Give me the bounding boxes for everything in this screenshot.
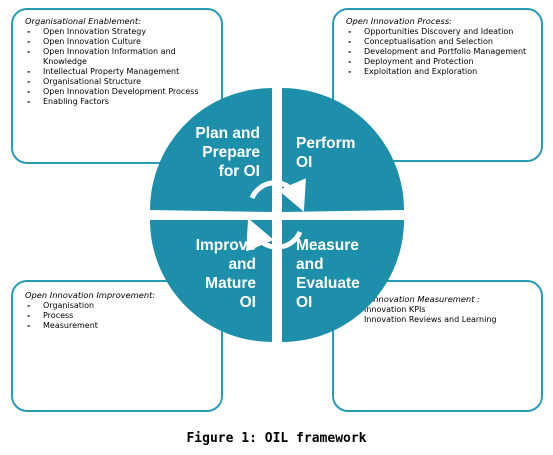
- list-item: Intellectual Property Management: [25, 67, 211, 77]
- list-item: Open Innovation Development Process: [25, 87, 211, 97]
- quadrant-perform: [282, 88, 404, 212]
- organisational-enablement-box: Organisational Enablement: Open Innovati…: [11, 8, 223, 164]
- label-line: Measure: [296, 237, 359, 254]
- measure-evaluate-label: Measure and Evaluate OI: [296, 236, 386, 312]
- box-list: Open Innovation Strategy Open Innovation…: [25, 27, 211, 107]
- quadrant-improve-mature: [150, 220, 272, 342]
- list-item: Conceptualisation and Selection: [346, 37, 531, 47]
- perform-label: Perform OI: [296, 134, 386, 172]
- list-item: Development and Portfolio Management: [346, 47, 531, 57]
- figure-caption: Figure 1: OIL framework: [186, 431, 367, 446]
- label-line: Prepare: [202, 144, 260, 161]
- box-title: Open Innovation Improvement:: [25, 290, 156, 300]
- label-line: and: [296, 256, 324, 273]
- label-line: and: [228, 256, 256, 273]
- improve-mature-label: Improve and Mature OI: [170, 236, 256, 312]
- plan-prepare-label: Plan and Prepare for OI: [170, 124, 260, 181]
- list-item: Process: [25, 311, 211, 321]
- quadrant-circle: [150, 88, 404, 342]
- label-line: Improve: [195, 237, 256, 254]
- box-title: Organisational Enablement:: [25, 16, 141, 26]
- box-title: Open Innovation Measurement :: [346, 294, 480, 304]
- label-line: Plan and: [195, 125, 260, 142]
- label-line: for OI: [218, 163, 260, 180]
- box-list: Organisation Process Measurement: [25, 301, 211, 331]
- label-line: OI: [296, 294, 313, 311]
- cycle-arrow-top: [249, 178, 306, 212]
- list-item: Open Innovation Culture: [25, 37, 211, 47]
- label-line: OI: [239, 294, 256, 311]
- label-line: Evaluate: [296, 275, 360, 292]
- open-innovation-improvement-box: Open Innovation Improvement: Organisatio…: [11, 280, 223, 412]
- cycle-arrows: [246, 178, 306, 252]
- list-item: Exploitation and Exploration: [346, 67, 531, 77]
- label-line: Mature: [205, 275, 256, 292]
- list-item: Opportunities Discovery and Ideation: [346, 27, 531, 37]
- cycle-arrow-bottom: [246, 218, 303, 252]
- list-item: Deployment and Protection: [346, 57, 531, 67]
- list-item: Open Innovation Information and Knowledg…: [25, 47, 211, 67]
- list-item: Measurement: [25, 321, 211, 331]
- box-title: Open Innovation Process:: [346, 16, 452, 26]
- label-line: Perform: [296, 135, 356, 152]
- list-item: Organisational Structure: [25, 77, 211, 87]
- list-item: Enabling Factors: [25, 97, 211, 107]
- quadrant-plan-prepare: [150, 88, 272, 212]
- list-item: Organisation: [25, 301, 211, 311]
- quadrant-measure-evaluate: [282, 220, 404, 342]
- box-list: Opportunities Discovery and Ideation Con…: [346, 27, 531, 77]
- open-innovation-process-box: Open Innovation Process: Opportunities D…: [332, 8, 543, 162]
- list-item: Open Innovation Strategy: [25, 27, 211, 37]
- label-line: OI: [296, 154, 313, 171]
